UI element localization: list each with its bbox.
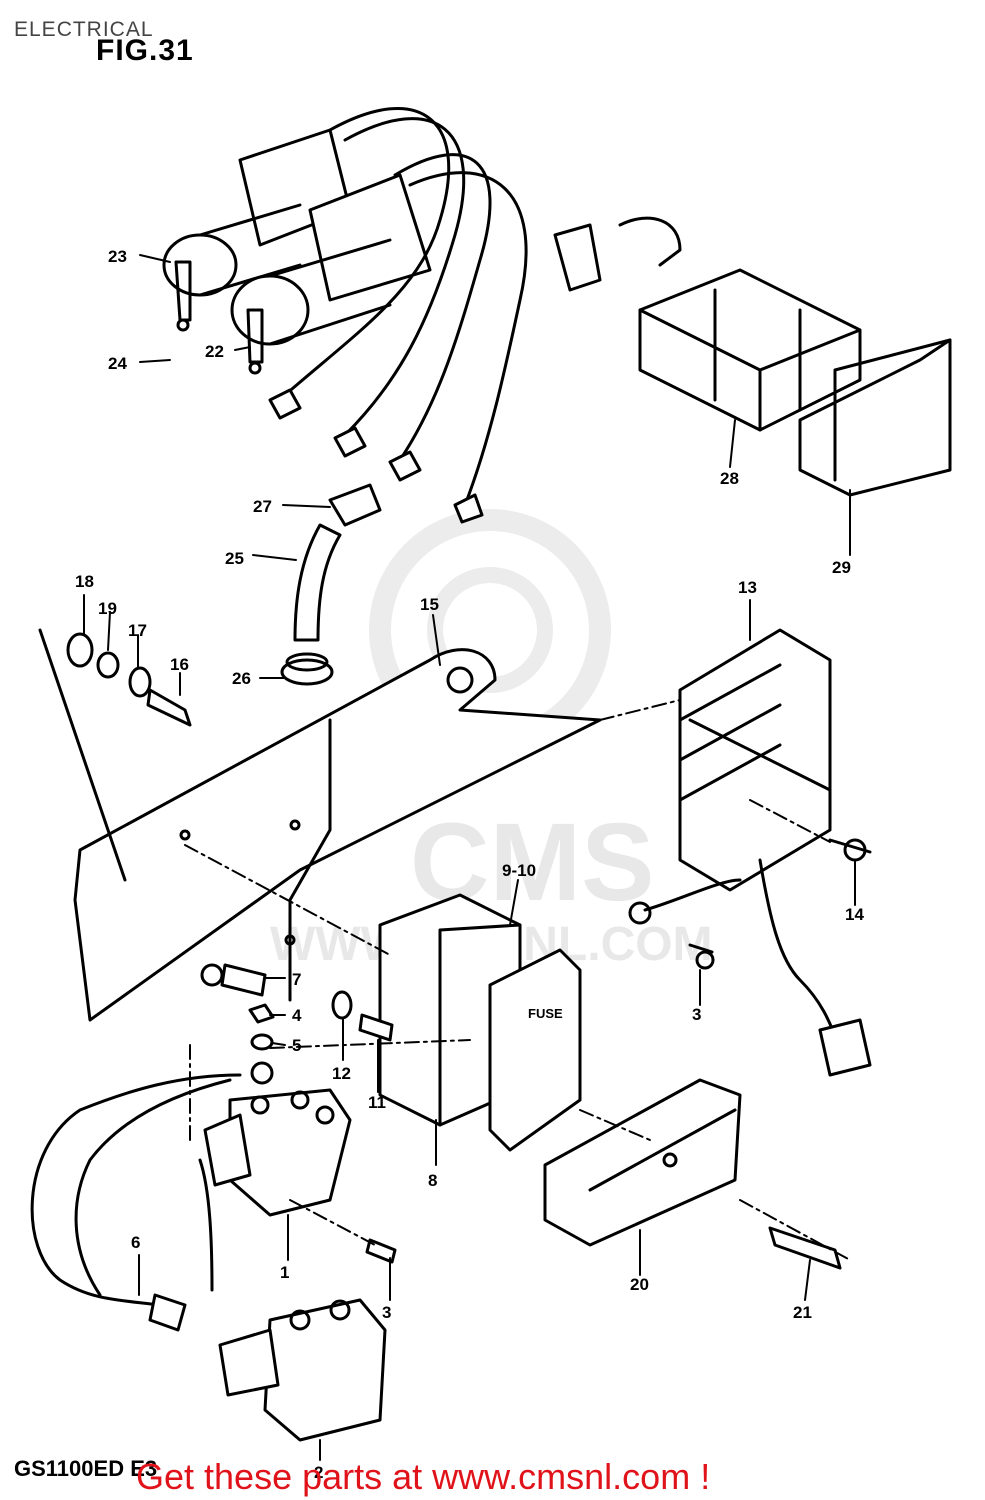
callout-16: 16 [170, 655, 189, 674]
callout-2: 2 [314, 1463, 323, 1482]
starter-relay-lower [218, 1298, 387, 1442]
callout-21: 21 [793, 1303, 812, 1322]
callout-6: 6 [131, 1233, 140, 1252]
callout-13: 13 [738, 578, 757, 597]
callout-11: 11 [368, 1093, 386, 1112]
callout-25: 25 [225, 549, 244, 568]
plug-cap-parts [280, 483, 382, 686]
fuse-cover-label: FUSE [528, 1006, 563, 1021]
callout-29: 29 [832, 558, 851, 577]
regulator-rectifier [628, 628, 872, 1077]
callout-20: 20 [630, 1275, 649, 1294]
callout-17: 17 [128, 621, 147, 640]
callout-19: 19 [98, 599, 117, 618]
callout-4: 4 [292, 1006, 302, 1025]
small-hardware [200, 838, 867, 1270]
section-title: ELECTRICAL [14, 18, 154, 41]
battery-lead [30, 1061, 274, 1332]
callout-5: 5 [292, 1036, 301, 1055]
callout-14: 14 [845, 905, 864, 924]
spark-plug-leads [268, 106, 528, 524]
callout-26: 26 [232, 669, 251, 688]
callout-9-10: 9-10 [502, 861, 536, 880]
callout-12: 12 [332, 1064, 351, 1083]
callout-24: 24 [108, 354, 127, 373]
starter-relay [198, 1088, 352, 1292]
assembly-lines [184, 699, 851, 1261]
bolt-assembly-16-19 [66, 632, 192, 727]
fuse-box: FUSE [378, 893, 582, 1152]
watermark: CMS WWW.CMSNL.COM [270, 509, 713, 971]
cdi-unit [553, 216, 952, 497]
callout-27: 27 [253, 497, 272, 516]
callout-22: 22 [205, 342, 224, 361]
leader-lines [83, 254, 856, 1461]
model-code: GS1100ED E3 [14, 1456, 158, 1481]
starter-relay-cover [543, 1078, 742, 1247]
callout-18: 18 [75, 572, 94, 591]
ignition-coil-front [230, 173, 432, 375]
callout-1: 1 [280, 1263, 289, 1282]
callout-3a: 3 [692, 1005, 701, 1024]
callout-7: 7 [292, 970, 301, 989]
callout-3b: 3 [382, 1303, 391, 1322]
mounting-bracket [38, 628, 602, 1022]
promo-link[interactable]: Get these parts at www.cmsnl.com ! [136, 1456, 711, 1497]
callout-28: 28 [720, 469, 739, 488]
figure-label: FIG.31 [96, 34, 194, 67]
callout-8: 8 [428, 1171, 437, 1190]
callout-15: 15 [420, 595, 439, 614]
callout-labels: 23 24 22 27 25 26 15 28 29 13 18 19 17 1… [75, 247, 864, 1482]
callout-23: 23 [108, 247, 127, 266]
